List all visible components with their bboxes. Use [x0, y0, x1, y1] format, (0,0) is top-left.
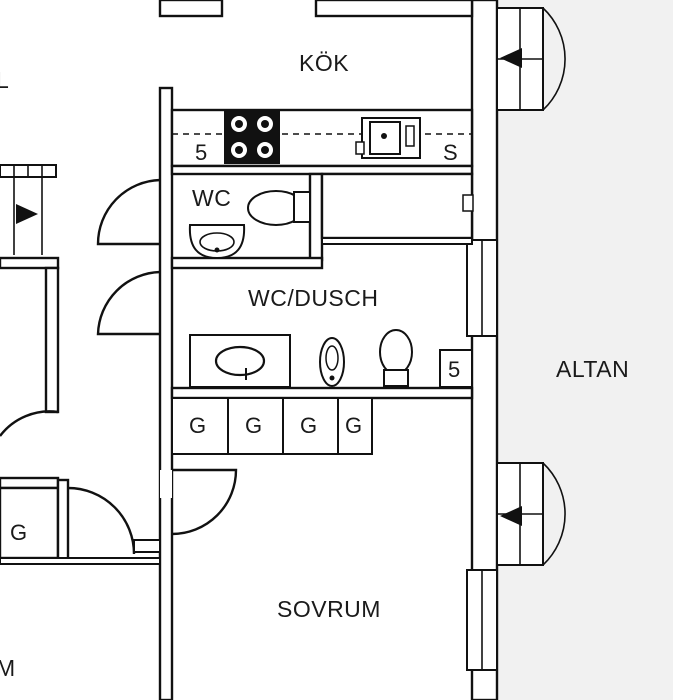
kitchen-counter	[170, 108, 474, 168]
door-wc	[96, 178, 161, 246]
bidet-icon	[319, 337, 345, 387]
room-label-left-bottom: M	[0, 655, 16, 681]
room-label-left-top: L	[0, 67, 9, 93]
wall-wc-right	[308, 172, 324, 262]
wall-inner-vertical	[158, 86, 174, 700]
room-label-kitchen: KÖK	[299, 50, 349, 76]
wardrobe-mark-4: G	[345, 413, 362, 438]
room-label-balcony: ALTAN	[556, 356, 629, 382]
wardrobes	[171, 397, 373, 455]
bath-toilet-icon	[379, 329, 413, 387]
stove-icon	[224, 110, 280, 164]
room-label-wc: WC	[192, 185, 231, 211]
storage-box	[320, 172, 474, 240]
kitchen-mark-left: 5	[195, 140, 207, 165]
wardrobe-mark-3: G	[300, 413, 317, 438]
left-wardrobe-mark: G	[10, 520, 27, 545]
wall-top-right	[314, 0, 474, 18]
wc-basin-icon	[188, 224, 246, 260]
kitchen-mark-right: S	[443, 140, 458, 165]
door-wc-shower	[96, 270, 161, 336]
door-bedroom	[160, 468, 238, 536]
left-closet	[0, 164, 57, 255]
wardrobe-mark-2: G	[245, 413, 262, 438]
kitchen-sink-icon	[355, 117, 421, 159]
window-bath	[466, 239, 498, 337]
wall-wcdusch-bottom	[170, 386, 474, 400]
room-label-wc-shower: WC/DUSCH	[248, 285, 379, 311]
bath-cabinet-mark: 5	[448, 357, 460, 382]
balcony-area	[497, 0, 673, 700]
balcony-door-bedroom	[496, 462, 566, 566]
balcony-door-kitchen	[496, 7, 566, 111]
toilet-icon	[247, 190, 311, 226]
bath-basin-icon	[189, 334, 291, 388]
wall-wcdusch-top	[321, 237, 473, 245]
left-partial-walls	[0, 256, 161, 565]
wall-wc-bottom	[170, 256, 324, 270]
wall-top-left	[158, 0, 224, 18]
window-bedroom	[466, 569, 498, 671]
room-label-bedroom: SOVRUM	[277, 596, 381, 622]
wardrobe-mark-1: G	[189, 413, 206, 438]
